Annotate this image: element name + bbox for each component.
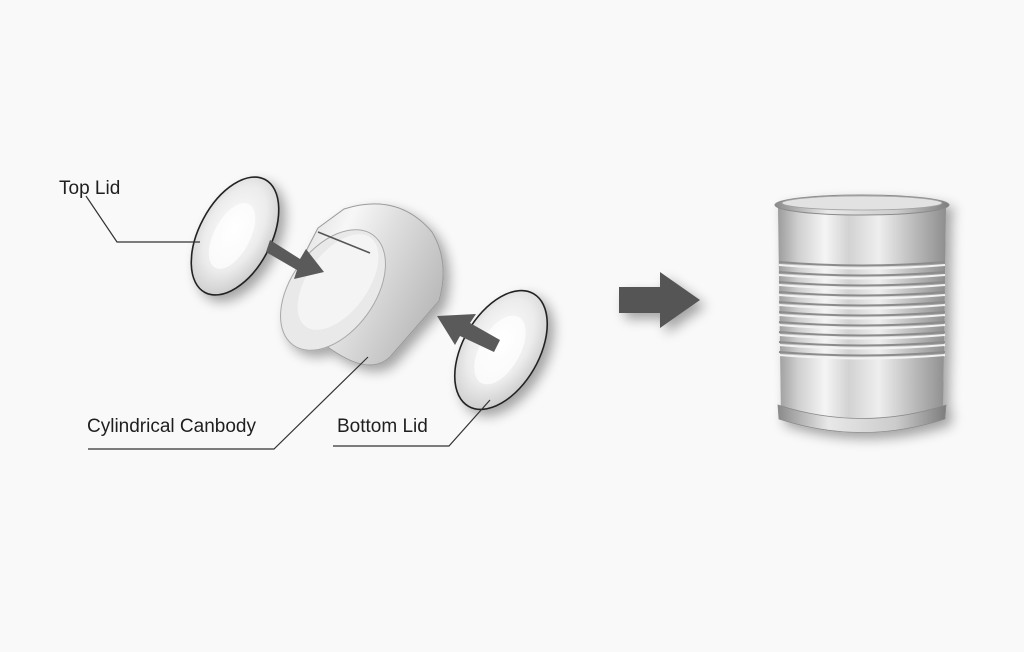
can-bead [778,321,946,327]
canbody-cylinder [280,203,444,366]
can-bead-highlight [778,264,946,270]
assembled-can [774,194,950,433]
result-arrow [619,272,700,328]
leader-top-lid [85,195,200,243]
leader-bottom-lid [333,399,491,447]
can-bead-highlight [778,284,946,290]
can-bead-highlight [778,314,946,320]
can-bead [778,341,946,347]
leader-lines [85,195,491,450]
can-bead-highlight [778,334,946,340]
can-bead-highlight [778,274,946,280]
can-bead [778,291,946,297]
arrow-bottom-lid-to-body [437,314,500,352]
can-bead [778,331,946,337]
label-bottom-lid: Bottom Lid [337,416,428,437]
leader-canbody [88,356,369,450]
can-bead [778,311,946,317]
can-bead [778,351,946,357]
bottom-lid [453,289,549,411]
top-lid [190,176,280,296]
can-bead-highlight [778,294,946,300]
can-bead-highlight [778,324,946,330]
can-bead [778,271,946,277]
arrow-top-lid-to-body [266,240,324,279]
label-top-lid: Top Lid [59,178,120,199]
can-bead [778,281,946,287]
can-bead-highlight [778,354,946,360]
can-bead-highlight [778,304,946,310]
can-bead [778,261,946,267]
can-bead-highlight [778,344,946,350]
label-canbody: Cylindrical Canbody [87,416,256,437]
can-beads [778,261,946,360]
can-bead [778,301,946,307]
